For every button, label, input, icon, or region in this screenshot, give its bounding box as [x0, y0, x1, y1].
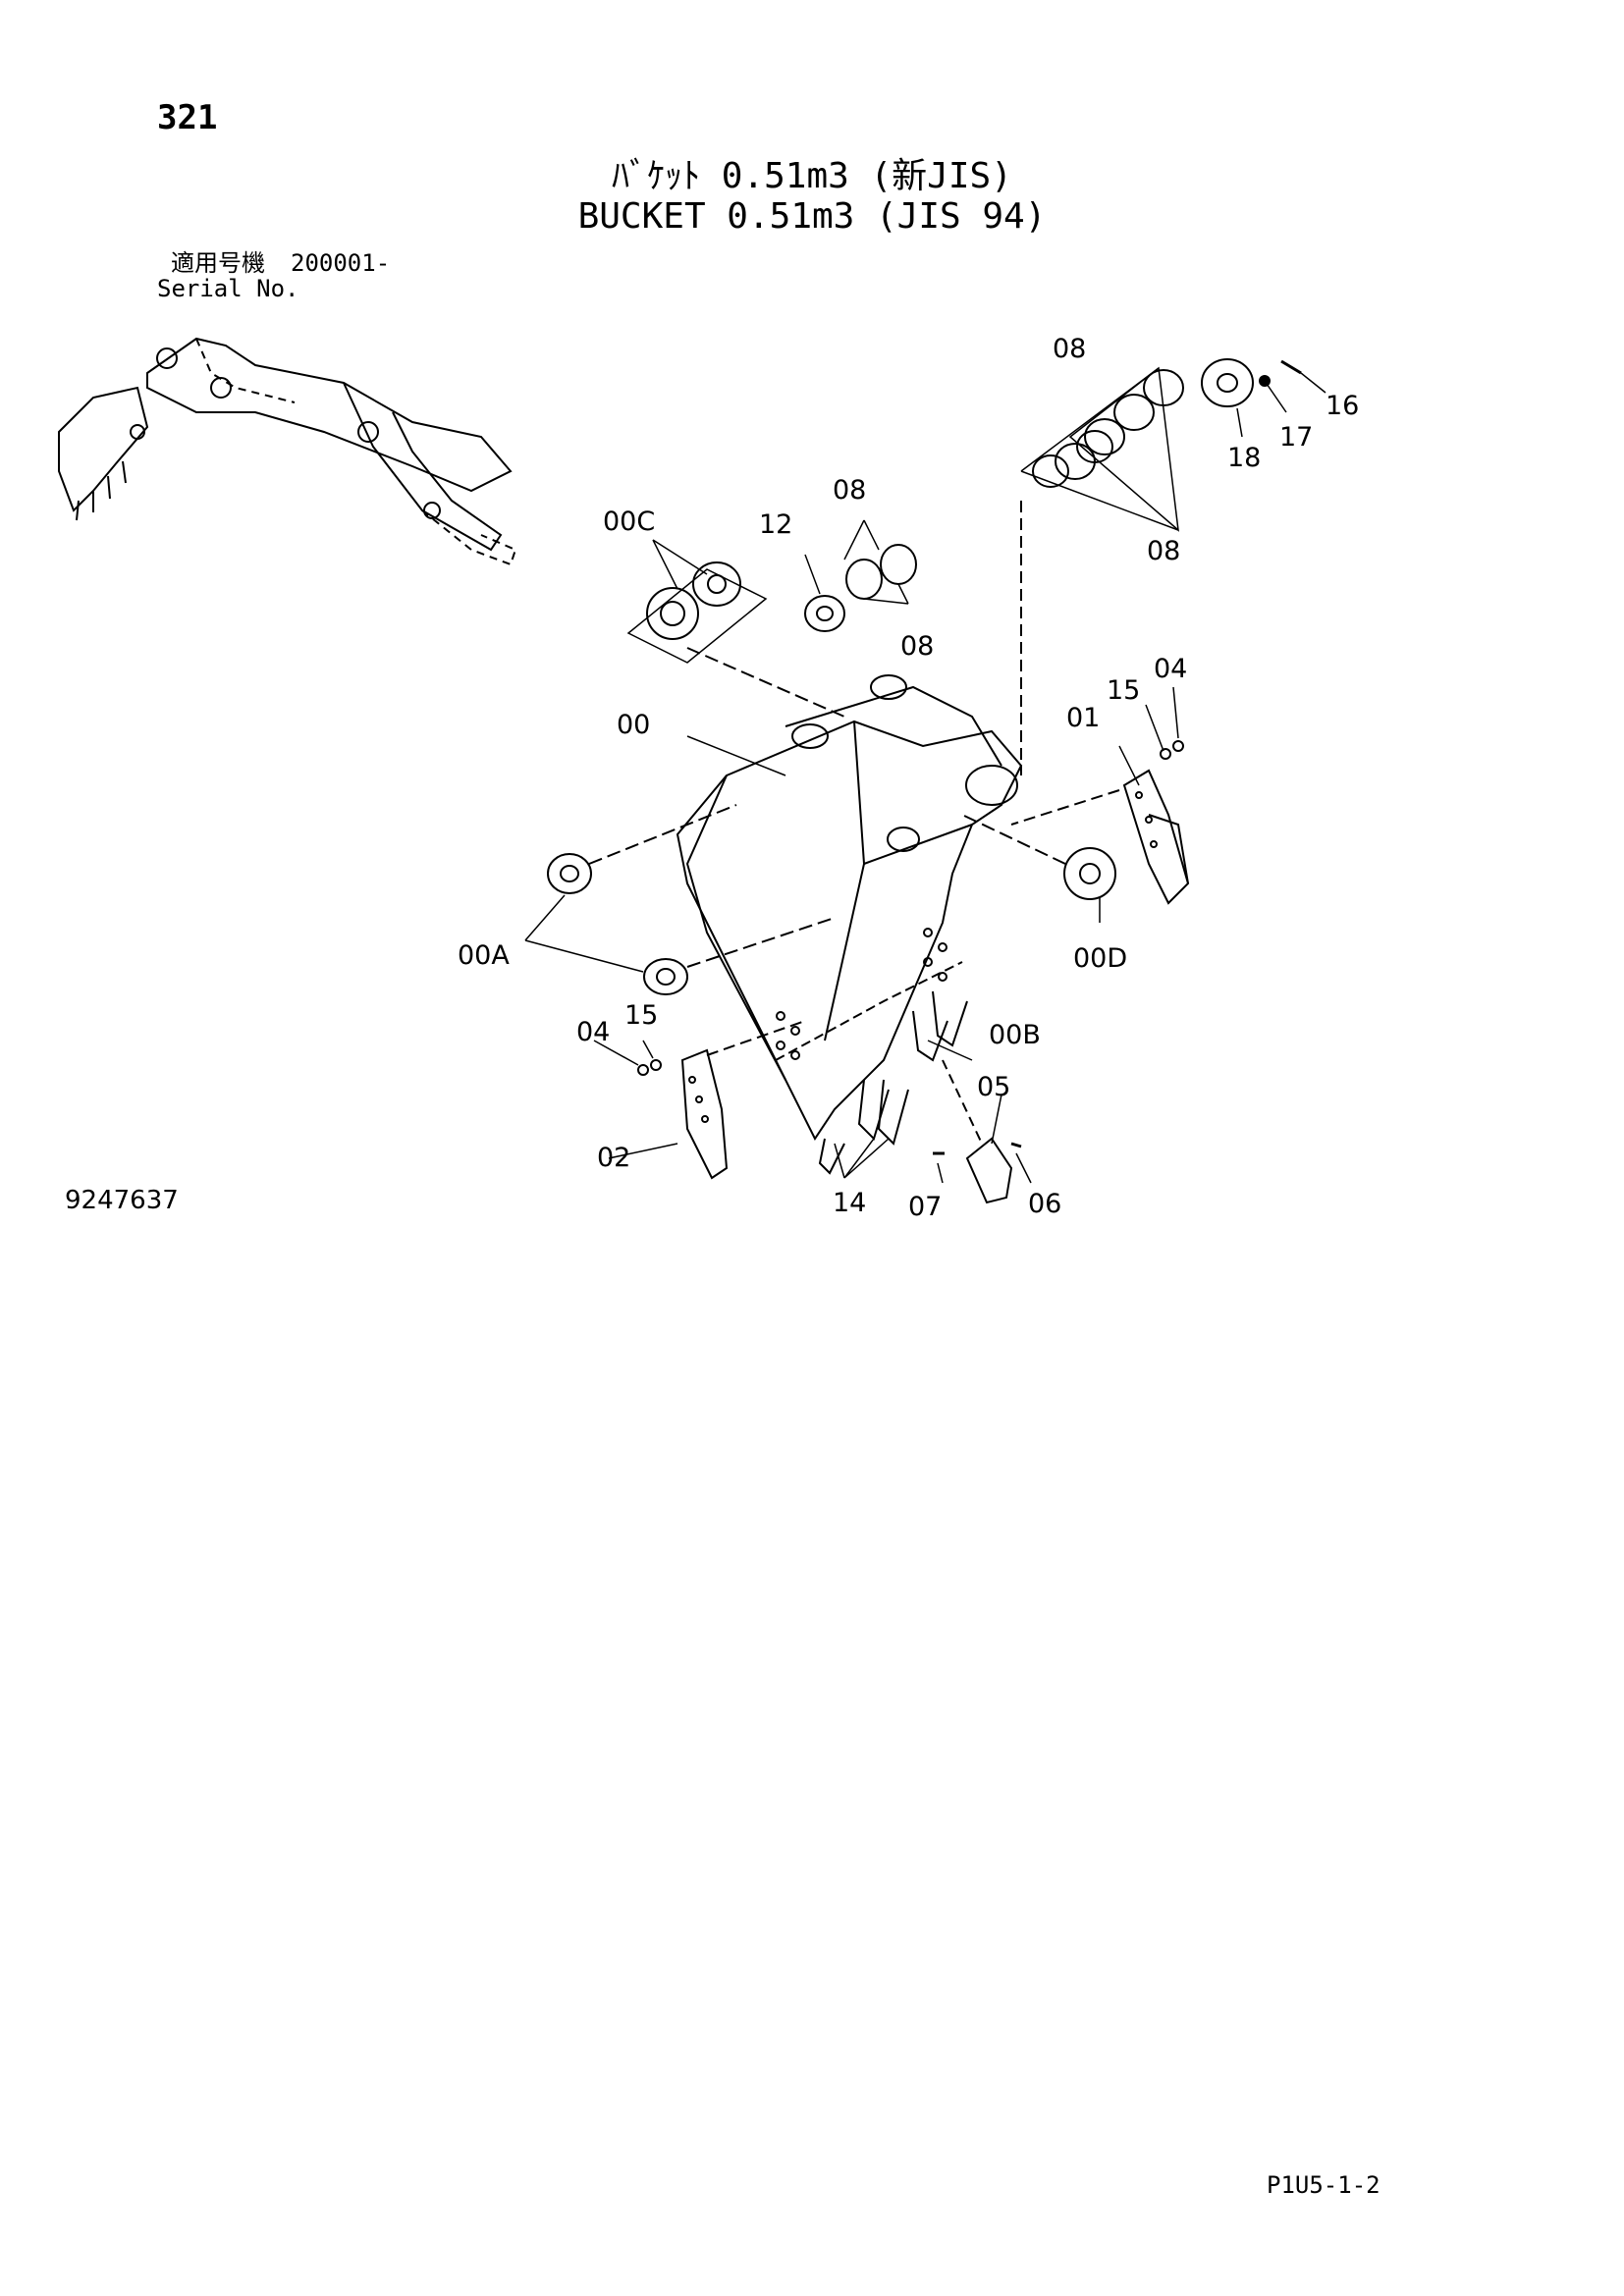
- leader-14: [834, 1138, 890, 1179]
- callout-00D: 00D: [1073, 943, 1127, 974]
- serial-block: 適用号機 200001- Serial No.: [157, 250, 390, 301]
- title-english: BUCKET 0.51m3 (JIS 94): [577, 196, 1047, 237]
- callout-07: 07: [908, 1192, 942, 1222]
- callout-00A: 00A: [458, 940, 510, 971]
- callout-14: 14: [833, 1188, 866, 1218]
- side-cutter-left: [593, 1020, 806, 1180]
- callout-00: 00: [617, 710, 650, 740]
- bushing-00D: [961, 814, 1116, 923]
- callout-08-mid: 08: [833, 475, 866, 506]
- callout-00C: 00C: [603, 507, 655, 537]
- callout-08-mid2: 08: [900, 631, 934, 662]
- bushing-00A: [524, 804, 836, 995]
- callout-00B: 00B: [989, 1020, 1041, 1050]
- tooth-05: [927, 1040, 1032, 1204]
- leader-00: [686, 735, 786, 776]
- shim-rings-middle: [804, 519, 917, 632]
- page-number: 321: [157, 98, 218, 137]
- callout-06: 06: [1028, 1189, 1061, 1219]
- callout-labels: 08 16 17 18 08 00C 12 08 08 00 15 04 01 …: [458, 334, 1359, 1222]
- title-japanese: ﾊﾞｹｯﾄ 0.51m3 (新JIS): [612, 156, 1012, 196]
- machine-thumbnail: [58, 337, 517, 566]
- callout-01: 01: [1066, 703, 1100, 733]
- callout-15-left: 15: [624, 1000, 658, 1031]
- serial-label-en: Serial No.: [157, 275, 299, 302]
- callout-08-top: 08: [1053, 334, 1086, 364]
- callout-18: 18: [1227, 443, 1261, 473]
- serial-label-jp: 適用号機: [171, 249, 265, 277]
- bushing-00C: [626, 539, 845, 718]
- callout-04-left: 04: [576, 1017, 610, 1047]
- callout-17: 17: [1279, 422, 1313, 453]
- serial-value: 200001-: [291, 249, 391, 277]
- exploded-parts-diagram: 08 16 17 18 08 00C 12 08 08 00 15 04 01 …: [58, 334, 1359, 1222]
- callout-08-right: 08: [1147, 536, 1180, 566]
- callout-04-right: 04: [1154, 654, 1187, 684]
- shim-rings-top: [1020, 358, 1326, 775]
- page-code: P1U5-1-2: [1267, 2171, 1380, 2199]
- drawing-number: 9247637: [65, 1186, 179, 1215]
- callout-05: 05: [977, 1072, 1010, 1102]
- side-cutter-right: [1010, 686, 1190, 905]
- callout-02: 02: [597, 1143, 630, 1173]
- callout-12: 12: [759, 509, 792, 540]
- callout-16: 16: [1326, 391, 1359, 421]
- callout-15-right: 15: [1107, 675, 1140, 706]
- bucket-body: [676, 674, 1023, 1175]
